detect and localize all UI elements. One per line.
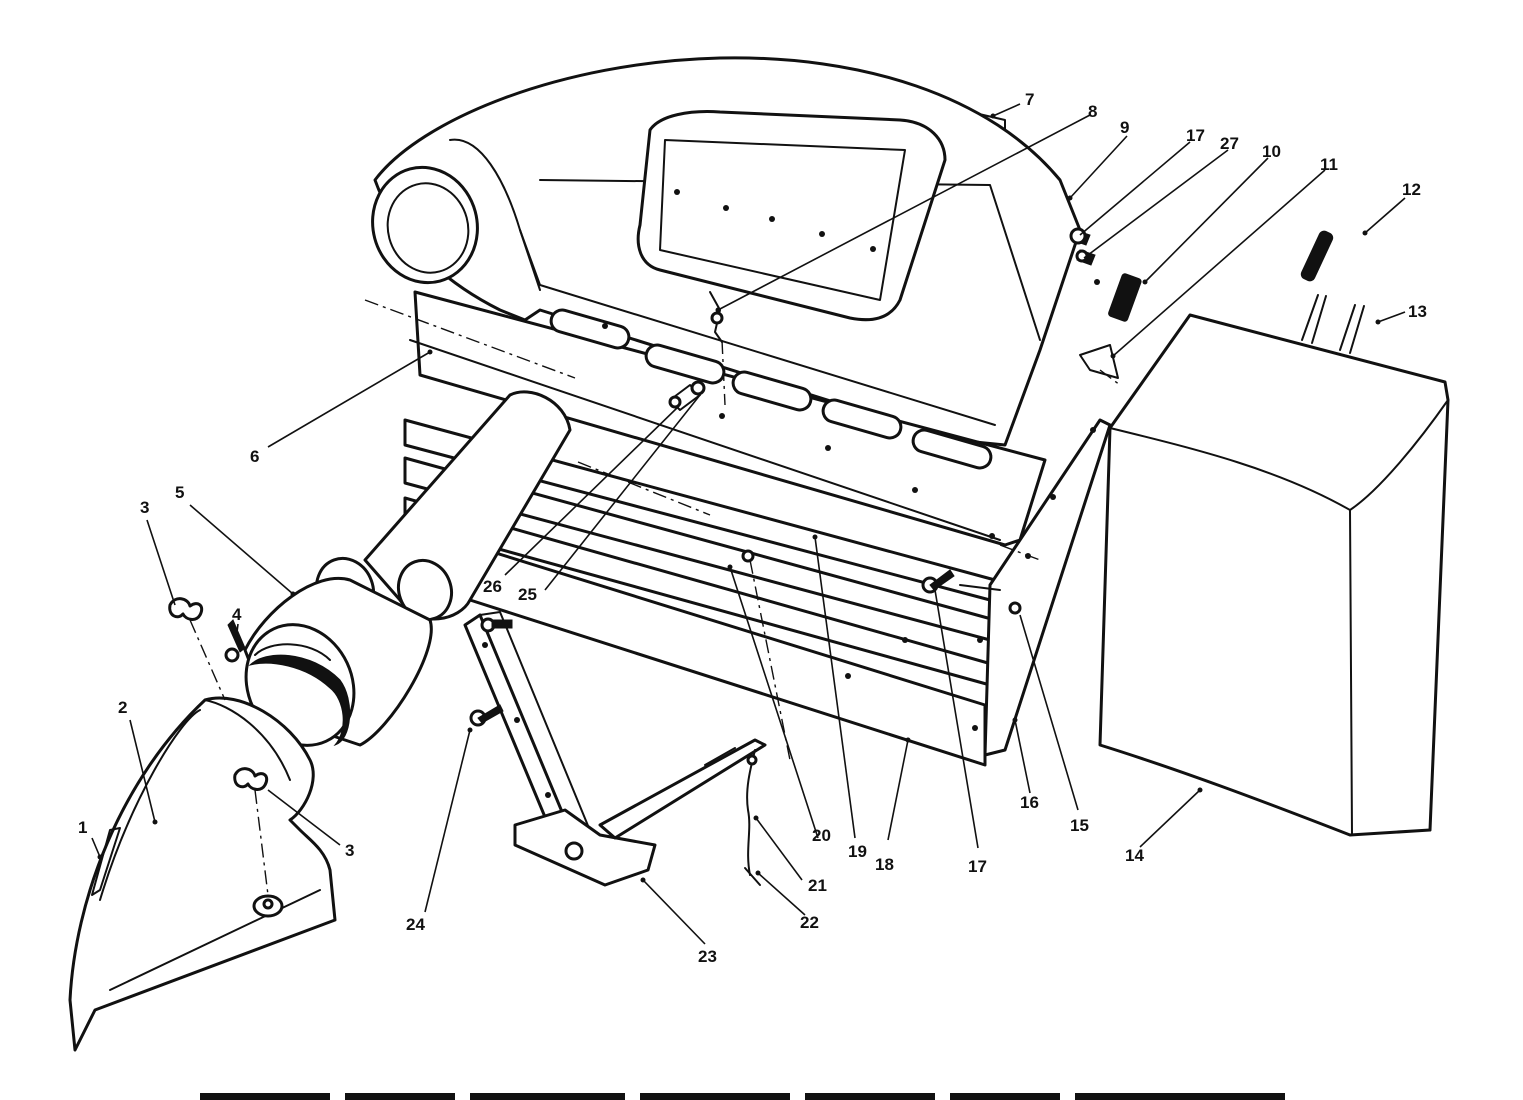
callout-25: 25 [518,585,537,604]
part-latch [1079,273,1142,379]
part-base-frame [409,290,1047,547]
callout-2: 2 [118,698,127,717]
callout-17-bottom: 17 [968,857,987,876]
callout-17-top: 17 [1186,126,1205,145]
callout-16: 16 [1020,793,1039,812]
part-bag-frame [403,418,1112,767]
callout-5: 5 [175,483,184,502]
callout-6: 6 [250,447,259,466]
part-grass-bag [1098,313,1450,837]
callout-12: 12 [1402,180,1421,199]
callout-23: 23 [698,947,717,966]
cropped-caption-strip [200,1093,1285,1100]
callout-18: 18 [875,855,894,874]
callout-4: 4 [232,605,242,624]
callout-27: 27 [1220,134,1239,153]
part-chute-decal [91,827,121,896]
callout-15: 15 [1070,816,1089,835]
callout-13: 13 [1408,302,1427,321]
callout-19: 19 [848,842,867,861]
leader-lines [91,103,1406,945]
callout-14: 14 [1125,846,1144,865]
callout-26: 26 [483,577,502,596]
callout-10: 10 [1262,142,1281,161]
callout-11: 11 [1320,155,1338,174]
callout-21: 21 [808,876,827,895]
part-support-stand [463,611,767,887]
callout-3-top: 3 [140,498,149,517]
assembly-centerlines [189,299,1121,896]
callout-22: 22 [800,913,819,932]
callout-20: 20 [812,826,831,845]
part-hood [371,56,1100,447]
callout-1: 1 [78,818,87,837]
callout-labels: 1 2 3 3 4 5 6 7 8 9 17 27 10 11 12 13 14… [78,90,1427,966]
callout-9: 9 [1120,118,1129,137]
callout-3-bottom: 3 [345,841,354,860]
part-discharge-chute [68,696,337,1052]
callout-8: 8 [1088,102,1097,121]
callout-7: 7 [1025,90,1034,109]
part-y-tube [243,390,572,747]
part-bag-handle [1300,230,1365,354]
part-bolt-4 [224,619,246,663]
part-wing-nuts [168,597,269,791]
part-chain-pin [744,749,761,886]
callout-24: 24 [406,915,425,934]
